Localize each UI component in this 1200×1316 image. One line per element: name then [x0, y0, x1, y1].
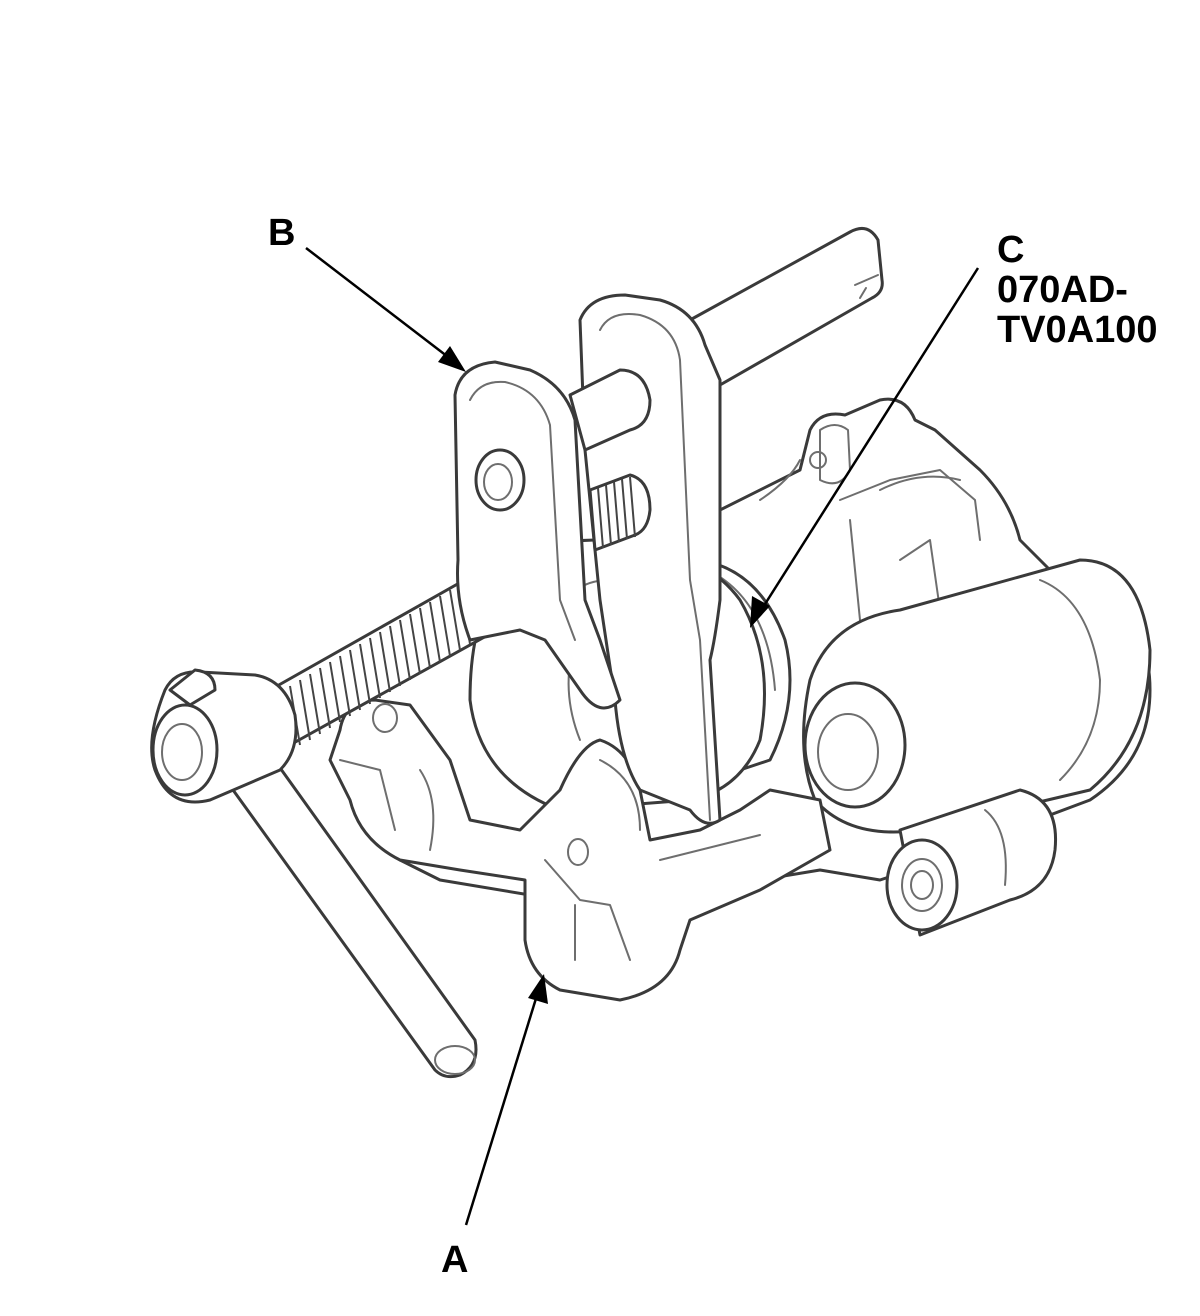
callout-label-b: B: [268, 212, 296, 254]
callout-label-c: C 070AD- TV0A100: [997, 230, 1158, 350]
mount-bushing: [885, 788, 1058, 937]
callout-label-a: A: [441, 1239, 469, 1281]
callout-c-letter: C: [997, 229, 1025, 271]
leader-b: [305, 247, 466, 372]
upper-screw: [588, 473, 652, 552]
leader-a: [464, 974, 548, 1226]
t-handle-bar: [203, 703, 478, 1079]
bracket-a: [328, 698, 832, 1002]
handle-hub: [150, 668, 298, 804]
callout-c-part-number-line2: TV0A100: [997, 309, 1158, 351]
leader-c: [750, 267, 980, 628]
tool-b-front-plate: [453, 360, 622, 710]
upper-rod: [688, 226, 884, 387]
piston-housing: [802, 558, 1152, 834]
guide-rod: [568, 368, 652, 452]
callout-c-part-number-line1: 070AD-: [997, 269, 1128, 311]
